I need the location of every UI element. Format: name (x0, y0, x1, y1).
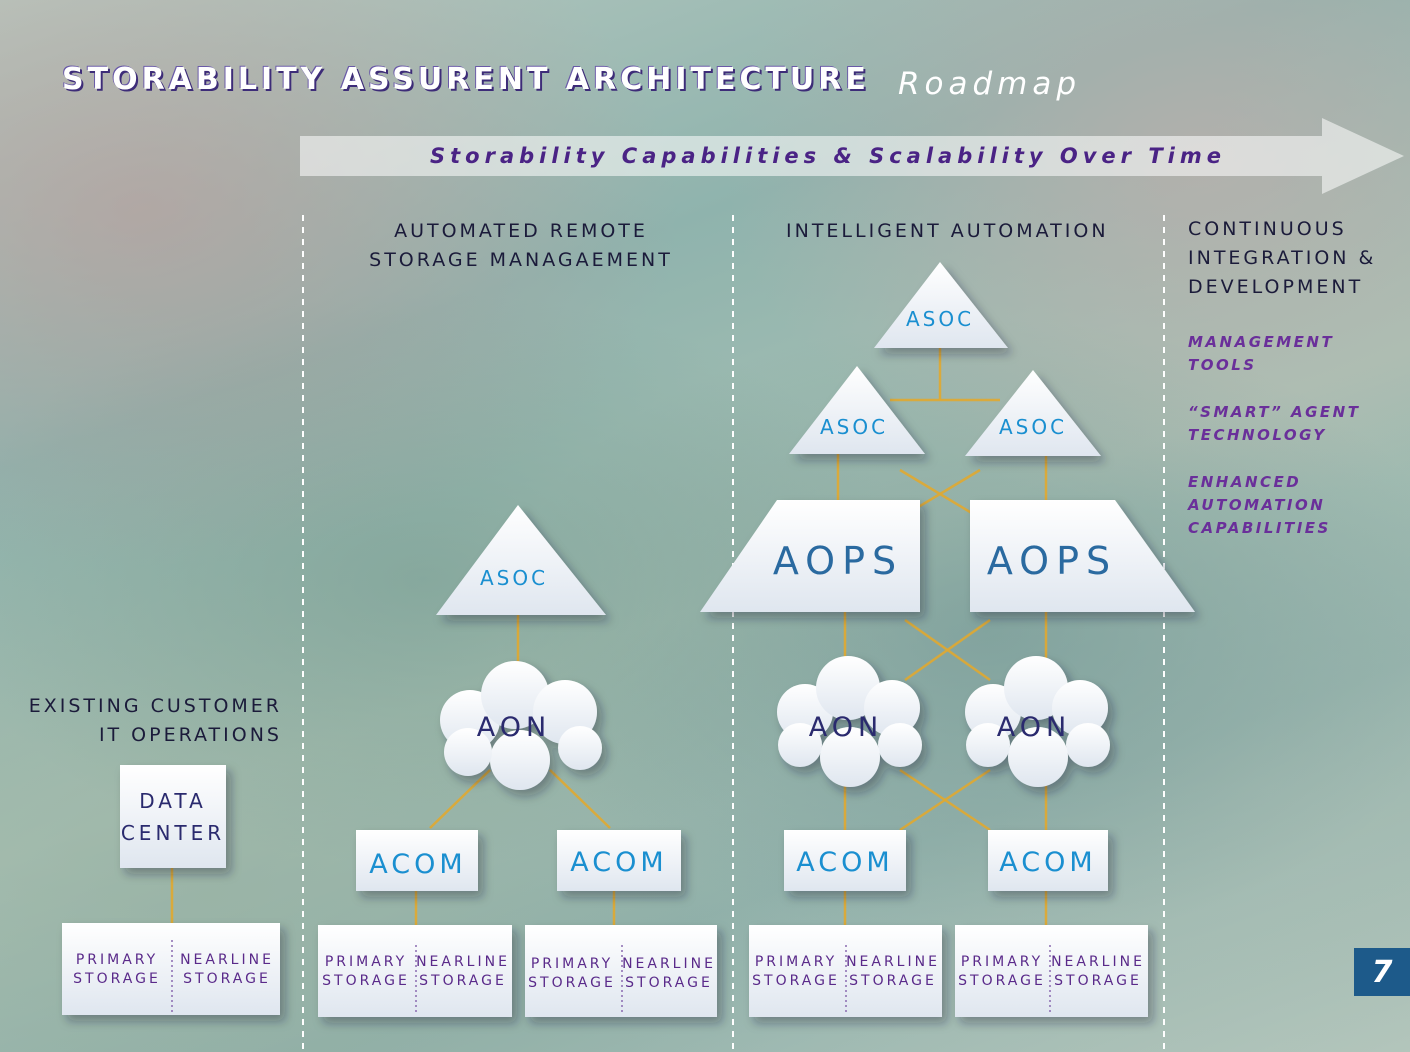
acom-label-intelligent-1: ACOM (796, 847, 893, 878)
nearline-storage-label-1: NEARLINE (1051, 954, 1145, 970)
phase-automated-line-1: AUTOMATED REMOTE (394, 220, 648, 242)
aon-cloud-automated (440, 661, 602, 790)
continuous-item-3-line-3: CAPABILITIES (1188, 519, 1331, 537)
phase-continuous-heading: CONTINUOUS INTEGRATION & DEVELOPMENT (1188, 215, 1376, 302)
storage-unit-4: PRIMARY STORAGE NEARLINE STORAGE (749, 925, 942, 1017)
asoc-label-automated: ASOC (480, 566, 548, 590)
acom-box-automated-2 (557, 830, 681, 891)
acom-label-intelligent-2: ACOM (999, 847, 1096, 878)
aops-trapezoid-left (700, 500, 920, 612)
data-center-label-1: DATA (139, 789, 207, 813)
nearline-storage-label-2: STORAGE (849, 973, 937, 989)
continuous-item-enhanced-automation: ENHANCED AUTOMATION CAPABILITIES (1188, 471, 1331, 540)
asoc-triangle-left (789, 366, 925, 454)
data-center-label-2: CENTER (121, 821, 225, 845)
asoc-label-left: ASOC (820, 415, 888, 439)
storage-unit-3: PRIMARY STORAGE NEARLINE STORAGE (525, 925, 717, 1017)
nearline-storage-label-1: NEARLINE (416, 954, 510, 970)
acom-box-intelligent-2 (988, 830, 1108, 891)
page-number-badge: 7 (1354, 948, 1410, 996)
phase-automated-heading: AUTOMATED REMOTE STORAGE MANAGAEMENT (366, 217, 676, 275)
acom-box-intelligent-1 (784, 830, 906, 891)
primary-storage-label-2: STORAGE (73, 971, 161, 987)
aon-cloud-right (965, 656, 1110, 787)
nearline-storage-label-2: STORAGE (183, 971, 271, 987)
page-title-suffix: Roadmap (898, 66, 1082, 102)
continuous-item-management-tools: MANAGEMENT TOOLS (1188, 331, 1334, 377)
continuous-item-smart-agent: “SMART” AGENT TECHNOLOGY (1188, 401, 1360, 447)
asoc-triangle-top (874, 262, 1008, 348)
primary-storage-label-2: STORAGE (322, 973, 410, 989)
continuous-item-3-line-2: AUTOMATION (1188, 496, 1326, 514)
aops-label-right: AOPS (987, 539, 1117, 583)
acom-box-automated-1 (356, 830, 478, 891)
nearline-storage-label-1: NEARLINE (846, 954, 940, 970)
primary-storage-label-1: PRIMARY (76, 952, 158, 968)
phase-intelligent-line-1: INTELLIGENT AUTOMATION (786, 220, 1109, 242)
nearline-storage-label-2: STORAGE (625, 975, 713, 991)
acom-label-automated-1: ACOM (369, 849, 466, 880)
acom-label-automated-2: ACOM (570, 847, 667, 878)
aon-label-automated: AON (477, 712, 551, 743)
page-title: STORABILITY ASSURENT ARCHITECTURE (62, 62, 870, 97)
continuous-item-1-line-1: MANAGEMENT (1188, 333, 1335, 351)
primary-storage-label-2: STORAGE (528, 975, 616, 991)
asoc-triangle-automated (436, 505, 606, 615)
primary-storage-label-1: PRIMARY (325, 954, 407, 970)
asoc-label-top: ASOC (906, 307, 974, 331)
asoc-label-right: ASOC (999, 415, 1067, 439)
storage-unit-5: PRIMARY STORAGE NEARLINE STORAGE (955, 925, 1148, 1017)
phase-automated-line-2: STORAGE MANAGAEMENT (369, 249, 673, 271)
asoc-triangle-right (965, 370, 1101, 456)
data-center-box (120, 765, 226, 868)
continuous-item-3-line-1: ENHANCED (1188, 473, 1302, 491)
aon-label-right: AON (997, 712, 1071, 743)
phase-continuous-line-3: DEVELOPMENT (1188, 276, 1364, 298)
primary-storage-label-1: PRIMARY (531, 956, 613, 972)
continuous-item-1-line-2: TOOLS (1188, 356, 1257, 374)
primary-storage-label-1: PRIMARY (961, 954, 1043, 970)
aops-trapezoid-right (970, 500, 1195, 612)
aops-label-left: AOPS (773, 539, 903, 583)
storage-unit-2: PRIMARY STORAGE NEARLINE STORAGE (318, 925, 512, 1017)
continuous-item-2-line-2: TECHNOLOGY (1188, 426, 1327, 444)
primary-storage-label-2: STORAGE (958, 973, 1046, 989)
phase-intelligent-heading: INTELLIGENT AUTOMATION (786, 217, 1109, 246)
phase-continuous-line-1: CONTINUOUS (1188, 218, 1347, 240)
nearline-storage-label-1: NEARLINE (622, 956, 716, 972)
aon-cloud-left (777, 656, 922, 787)
timeline-arrow-label: Storability Capabilities & Scalability O… (430, 144, 1226, 168)
phase-existing-heading: EXISTING CUSTOMER IT OPERATIONS (28, 692, 282, 750)
phase-continuous-line-2: INTEGRATION & (1188, 247, 1377, 269)
aon-label-left: AON (809, 712, 883, 743)
nearline-storage-label-2: STORAGE (1054, 973, 1142, 989)
storage-unit-1: PRIMARY STORAGE NEARLINE STORAGE (62, 923, 280, 1015)
nearline-storage-label-1: NEARLINE (180, 952, 274, 968)
continuous-item-2-line-1: “SMART” AGENT (1188, 403, 1361, 421)
phase-existing-line-2: IT OPERATIONS (98, 724, 282, 746)
primary-storage-label-1: PRIMARY (755, 954, 837, 970)
nearline-storage-label-2: STORAGE (419, 973, 507, 989)
primary-storage-label-2: STORAGE (752, 973, 840, 989)
phase-existing-line-1: EXISTING CUSTOMER (28, 695, 282, 717)
